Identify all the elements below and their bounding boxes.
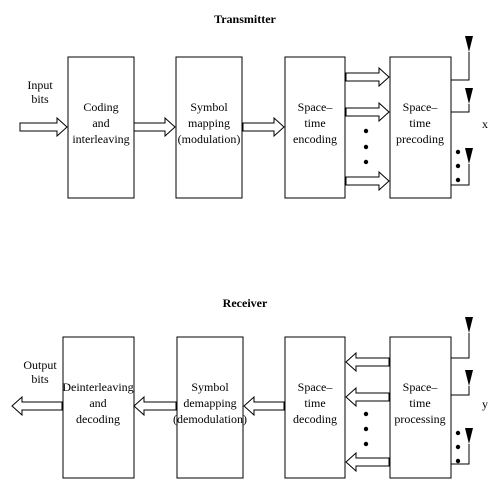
tx-antenna-icon-3 bbox=[465, 148, 473, 164]
receiver-title: Receiver bbox=[223, 296, 268, 310]
decoding-ellipsis-dot-2 bbox=[363, 426, 369, 432]
st-decoding-label-3: decoding bbox=[293, 412, 337, 426]
symbol-demapping-block bbox=[176, 336, 244, 479]
input-bits-label-line1: Input bbox=[27, 78, 53, 92]
decoding-ellipsis-dot-1 bbox=[363, 411, 369, 417]
encoding-to-precoding-arrow-3 bbox=[345, 170, 390, 192]
symbol-demapping-label-2: demapping bbox=[183, 396, 236, 410]
st-precoding-label-2: time bbox=[409, 116, 430, 130]
rx-antenna-feed-3 bbox=[451, 444, 470, 465]
rx-antenna-dot-2 bbox=[455, 444, 461, 450]
output-bits-arrow bbox=[11, 395, 63, 417]
output-bits-label-line2: bits bbox=[31, 372, 49, 386]
processing-to-decoding-arrow-3 bbox=[345, 451, 390, 473]
st-encoding-label-1: Space– bbox=[298, 100, 334, 114]
coding-to-mapping-arrow bbox=[133, 116, 176, 138]
st-decoding-block bbox=[284, 336, 346, 479]
tx-antenna-feed-1 bbox=[451, 52, 470, 81]
symbol-demapping-label-1: Symbol bbox=[191, 380, 229, 394]
demapping-to-deinterleaving-arrow bbox=[133, 395, 177, 417]
rx-signal-y-label: y bbox=[482, 397, 488, 411]
rx-antenna-icon-2 bbox=[465, 370, 473, 386]
output-bits-label-line1: Output bbox=[23, 358, 57, 372]
tx-signal-x-label: x bbox=[482, 117, 488, 131]
encoding-ellipsis-dot-1 bbox=[363, 128, 369, 134]
input-bits-label-line2: bits bbox=[31, 92, 49, 106]
tx-antenna-feed-3 bbox=[451, 164, 470, 186]
encoding-ellipsis-dot-3 bbox=[363, 159, 369, 165]
symbol-mapping-label-1: Symbol bbox=[190, 100, 228, 114]
st-decoding-label-1: Space– bbox=[298, 380, 334, 394]
rx-antenna-icon-3 bbox=[465, 428, 473, 444]
st-precoding-label-3: precoding bbox=[396, 132, 444, 146]
st-processing-label-1: Space– bbox=[403, 380, 439, 394]
rx-antenna-dot-3 bbox=[455, 458, 461, 464]
deinterleaving-block bbox=[62, 336, 135, 479]
processing-to-decoding-arrow-2 bbox=[345, 386, 390, 408]
coding-interleaving-label-1: Coding bbox=[83, 100, 118, 114]
tx-antenna-icon-2 bbox=[465, 88, 473, 104]
st-encoding-block bbox=[284, 56, 346, 199]
tx-antenna-dot-2 bbox=[455, 163, 461, 169]
encoding-ellipsis-dot-2 bbox=[363, 144, 369, 150]
st-encoding-label-2: time bbox=[304, 116, 325, 130]
symbol-mapping-label-2: mapping bbox=[188, 116, 230, 130]
deinterleaving-label-1: Deinterleaving bbox=[62, 380, 133, 394]
st-encoding-label-3: encoding bbox=[293, 132, 337, 146]
st-precoding-label-1: Space– bbox=[403, 100, 439, 114]
input-bits-arrow bbox=[19, 116, 68, 138]
coding-interleaving-block bbox=[67, 56, 135, 199]
deinterleaving-label-2: and bbox=[89, 396, 106, 410]
coding-interleaving-label-3: interleaving bbox=[72, 132, 129, 146]
transmitter-title: Transmitter bbox=[214, 12, 276, 26]
encoding-to-precoding-arrow-1 bbox=[345, 66, 390, 88]
rx-antenna-feed-1 bbox=[451, 333, 470, 359]
st-processing-label-2: time bbox=[409, 396, 430, 410]
tx-antenna-dot-3 bbox=[455, 177, 461, 183]
tx-antenna-dot-1 bbox=[455, 149, 461, 155]
mapping-to-encoding-arrow bbox=[242, 116, 285, 138]
decoding-ellipsis-dot-3 bbox=[363, 441, 369, 447]
tx-antenna-feed-2 bbox=[451, 104, 470, 113]
st-decoding-label-2: time bbox=[304, 396, 325, 410]
processing-to-decoding-arrow-1 bbox=[345, 351, 390, 373]
st-processing-label-3: processing bbox=[394, 412, 445, 426]
coding-interleaving-label-2: and bbox=[92, 116, 109, 130]
symbol-demapping-label-3: (demodulation) bbox=[173, 412, 247, 426]
st-precoding-block bbox=[389, 56, 452, 199]
deinterleaving-label-3: decoding bbox=[76, 412, 120, 426]
rx-antenna-icon-1 bbox=[465, 317, 473, 333]
rx-antenna-feed-2 bbox=[451, 386, 470, 396]
rx-antenna-dot-1 bbox=[455, 430, 461, 436]
symbol-mapping-label-3: (modulation) bbox=[178, 132, 241, 146]
symbol-mapping-block bbox=[175, 56, 243, 199]
decoding-to-demapping-arrow bbox=[243, 395, 285, 417]
tx-antenna-icon-1 bbox=[465, 36, 473, 52]
encoding-to-precoding-arrow-2 bbox=[345, 101, 390, 123]
st-processing-block bbox=[389, 336, 452, 479]
